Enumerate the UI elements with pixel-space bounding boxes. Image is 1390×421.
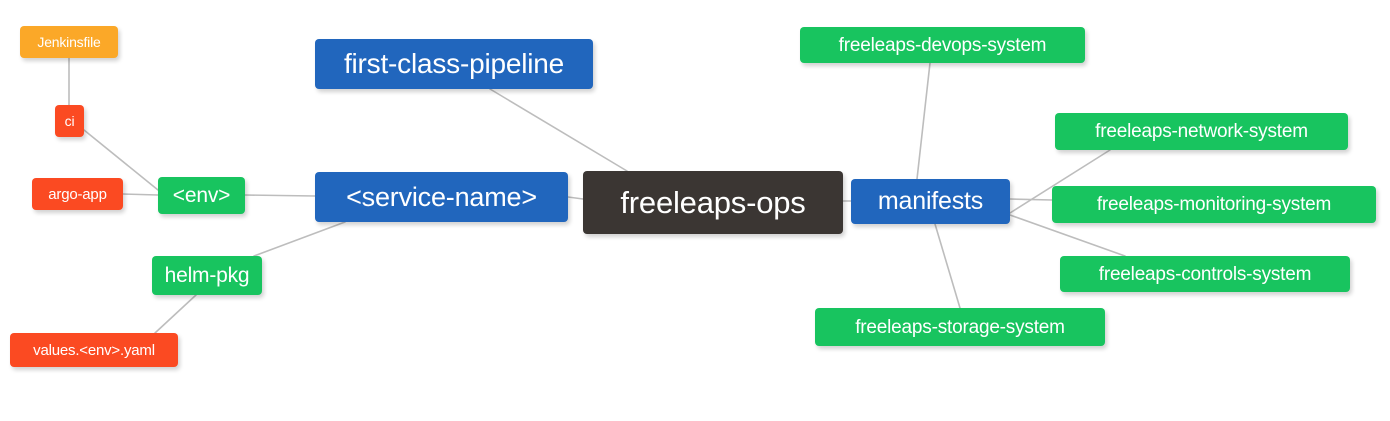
edge-argo-app-to-env	[122, 193, 159, 196]
node-label: freeleaps-controls-system	[1098, 263, 1312, 285]
node-label: freeleaps-storage-system	[855, 316, 1065, 338]
node-label: freeleaps-monitoring-system	[1096, 194, 1332, 215]
node-values-yaml[interactable]: values.<env>.yaml	[10, 333, 178, 367]
node-network-sys[interactable]: freeleaps-network-system	[1055, 113, 1348, 150]
node-label: first-class-pipeline	[343, 48, 565, 79]
node-label: helm-pkg	[164, 264, 250, 287]
node-monitoring-sys[interactable]: freeleaps-monitoring-system	[1052, 186, 1376, 223]
node-service-name[interactable]: <service-name>	[315, 172, 568, 222]
edge-values-yaml-to-helm-pkg	[154, 294, 197, 334]
node-label: Jenkinsfile	[37, 34, 101, 50]
node-label: values.<env>.yaml	[33, 341, 155, 359]
node-pipeline[interactable]: first-class-pipeline	[315, 39, 593, 89]
node-devops-sys[interactable]: freeleaps-devops-system	[800, 27, 1085, 63]
node-controls-sys[interactable]: freeleaps-controls-system	[1060, 256, 1350, 292]
node-freeleaps-ops[interactable]: freeleaps-ops	[583, 171, 843, 234]
node-storage-sys[interactable]: freeleaps-storage-system	[815, 308, 1105, 346]
node-ci[interactable]: ci	[55, 105, 84, 137]
edge-manifests-to-storage-sys	[934, 223, 961, 309]
node-label: freeleaps-network-system	[1095, 121, 1308, 142]
node-label: ci	[64, 113, 75, 129]
node-argo-app[interactable]: argo-app	[32, 178, 123, 210]
node-jenkinsfile[interactable]: Jenkinsfile	[20, 26, 118, 58]
edge-env-to-service-name	[244, 194, 316, 197]
edge-service-name-to-freeleaps-ops	[567, 196, 584, 200]
node-manifests[interactable]: manifests	[851, 179, 1010, 224]
node-label: manifests	[877, 187, 984, 215]
edge-manifests-to-devops-sys	[916, 62, 931, 180]
node-label: <service-name>	[346, 181, 537, 212]
node-helm-pkg[interactable]: helm-pkg	[152, 256, 262, 295]
node-label: freeleaps-devops-system	[838, 34, 1047, 56]
edge-pipeline-to-freeleaps-ops	[489, 88, 628, 172]
node-label: <env>	[172, 184, 231, 207]
edge-helm-pkg-to-service-name	[253, 221, 346, 257]
node-label: freeleaps-ops	[620, 185, 806, 220]
node-env[interactable]: <env>	[158, 177, 245, 214]
edge-manifests-to-monitoring-sys	[1009, 198, 1053, 201]
node-label: argo-app	[48, 185, 107, 203]
